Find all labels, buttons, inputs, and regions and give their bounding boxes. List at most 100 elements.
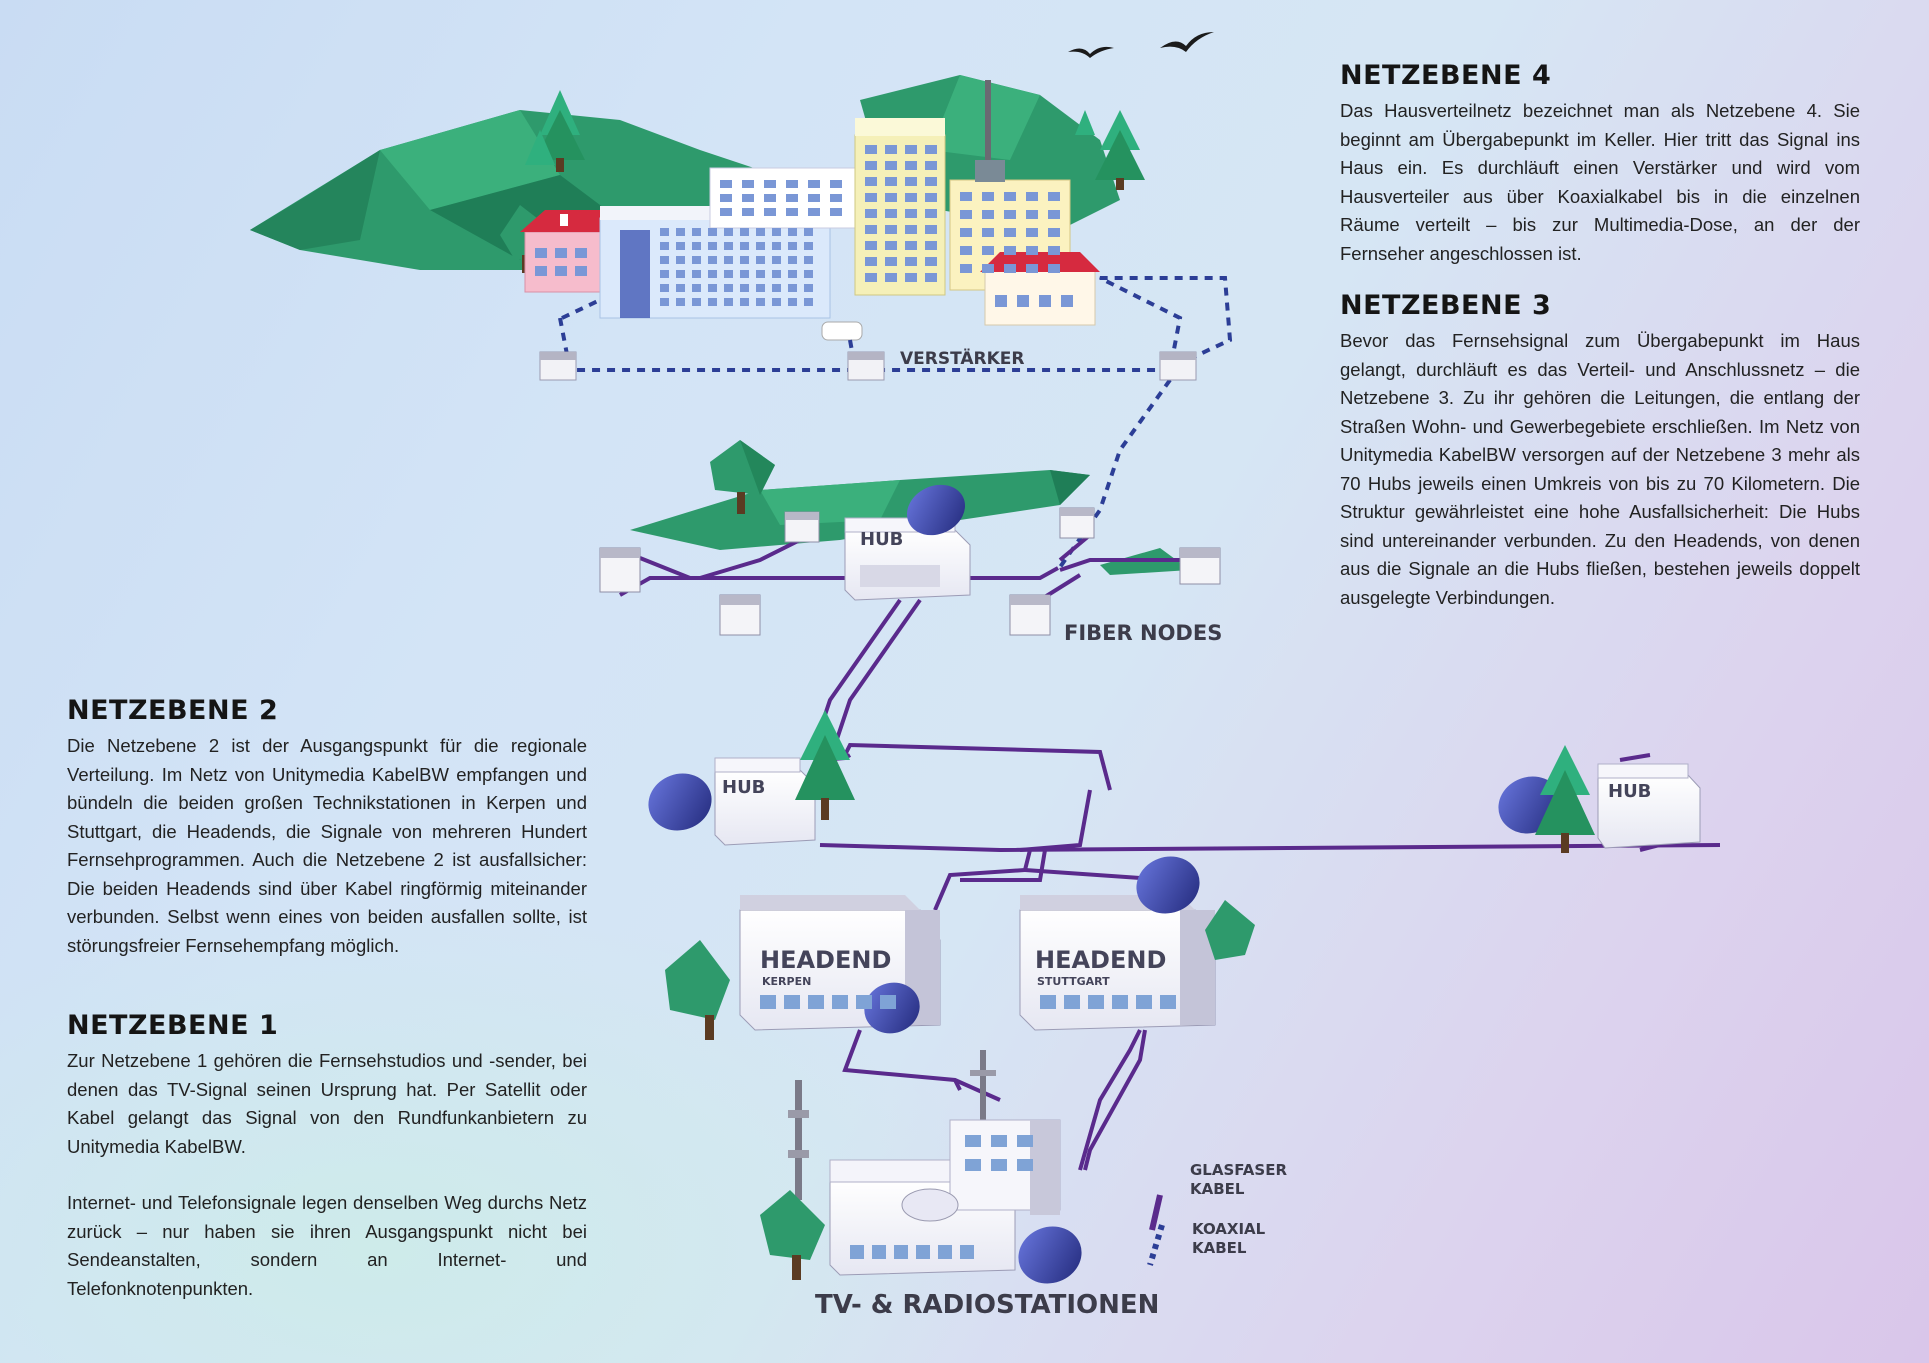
window bbox=[885, 177, 897, 186]
legend-fiber-line2: KABEL bbox=[1190, 1180, 1245, 1198]
hub-right-label: HUB bbox=[1608, 781, 1651, 802]
window bbox=[1004, 264, 1016, 273]
window bbox=[692, 228, 701, 236]
window bbox=[676, 256, 685, 264]
verstaerker-label: VERSTÄRKER bbox=[900, 347, 1025, 369]
window bbox=[660, 298, 669, 306]
window bbox=[960, 192, 972, 201]
window bbox=[880, 995, 896, 1009]
window bbox=[830, 208, 842, 216]
window bbox=[925, 177, 937, 186]
window bbox=[535, 248, 547, 258]
window bbox=[960, 264, 972, 273]
window bbox=[925, 193, 937, 202]
window bbox=[772, 228, 781, 236]
netzebene2-body: Die Netzebene 2 ist der Ausgangspunkt fü… bbox=[67, 735, 587, 956]
window bbox=[1040, 995, 1056, 1009]
window bbox=[865, 225, 877, 234]
window bbox=[784, 995, 800, 1009]
headend-kerpen: HEADEND KERPEN bbox=[665, 895, 941, 1040]
window bbox=[905, 241, 917, 250]
netzebene4-body: Das Hausverteilnetz bezeichnet man als N… bbox=[1340, 100, 1860, 264]
window bbox=[708, 270, 717, 278]
window bbox=[832, 995, 848, 1009]
tv-station-windows bbox=[850, 1135, 1033, 1259]
window bbox=[1048, 192, 1060, 201]
window bbox=[740, 228, 749, 236]
window bbox=[1017, 1159, 1033, 1171]
window bbox=[960, 210, 972, 219]
window bbox=[960, 246, 972, 255]
window bbox=[788, 242, 797, 250]
window bbox=[808, 194, 820, 202]
window bbox=[720, 208, 732, 216]
window bbox=[885, 241, 897, 250]
window bbox=[865, 177, 877, 186]
window bbox=[1112, 995, 1128, 1009]
window bbox=[555, 266, 567, 276]
window bbox=[925, 257, 937, 266]
window bbox=[692, 270, 701, 278]
window bbox=[720, 180, 732, 188]
window bbox=[760, 995, 776, 1009]
window bbox=[1017, 1135, 1033, 1147]
window bbox=[1160, 995, 1176, 1009]
window bbox=[555, 248, 567, 258]
window bbox=[692, 298, 701, 306]
window bbox=[808, 208, 820, 216]
legend-coax-swatch bbox=[1147, 1224, 1165, 1266]
window bbox=[885, 225, 897, 234]
window bbox=[575, 266, 587, 276]
window bbox=[708, 284, 717, 292]
window bbox=[885, 273, 897, 282]
window bbox=[772, 270, 781, 278]
hub-right: HUB bbox=[1498, 745, 1701, 853]
window bbox=[885, 161, 897, 170]
window bbox=[772, 256, 781, 264]
window bbox=[925, 225, 937, 234]
window bbox=[905, 177, 917, 186]
window bbox=[742, 194, 754, 202]
window bbox=[830, 194, 842, 202]
window bbox=[724, 256, 733, 264]
window bbox=[786, 194, 798, 202]
window bbox=[740, 256, 749, 264]
netzebene3-title: NETZEBENE 3 bbox=[1340, 290, 1552, 321]
window bbox=[905, 225, 917, 234]
headend-windows bbox=[760, 995, 1176, 1009]
window bbox=[982, 210, 994, 219]
window bbox=[865, 145, 877, 154]
window bbox=[905, 161, 917, 170]
window bbox=[865, 257, 877, 266]
window bbox=[1026, 228, 1038, 237]
window bbox=[1048, 246, 1060, 255]
window bbox=[865, 161, 877, 170]
headend-kerpen-city: KERPEN bbox=[762, 975, 811, 988]
window bbox=[1088, 995, 1104, 1009]
window bbox=[925, 161, 937, 170]
coax-ring-netzebene4 bbox=[558, 276, 1233, 572]
window bbox=[535, 266, 547, 276]
window bbox=[660, 256, 669, 264]
window bbox=[724, 228, 733, 236]
window bbox=[804, 284, 813, 292]
window bbox=[925, 273, 937, 282]
netzebene1-title: NETZEBENE 1 bbox=[67, 1010, 279, 1041]
window bbox=[885, 257, 897, 266]
fiber-nodes-label: FIBER NODES bbox=[1064, 621, 1222, 645]
window bbox=[772, 242, 781, 250]
window bbox=[804, 256, 813, 264]
window bbox=[788, 228, 797, 236]
fiber-node-boxes bbox=[599, 507, 1221, 636]
window bbox=[708, 298, 717, 306]
window bbox=[786, 180, 798, 188]
window bbox=[804, 298, 813, 306]
window bbox=[742, 208, 754, 216]
window bbox=[850, 1245, 864, 1259]
window bbox=[1026, 264, 1038, 273]
netzebene3-body: Bevor das Fernsehsignal zum Übergabepunk… bbox=[1340, 330, 1860, 608]
netzebene3-block: NETZEBENE 3 Bevor das Fernsehsignal zum … bbox=[1340, 290, 1860, 612]
window bbox=[764, 180, 776, 188]
legend-fiber-line1: GLASFASER bbox=[1190, 1161, 1287, 1179]
window bbox=[1039, 295, 1051, 307]
